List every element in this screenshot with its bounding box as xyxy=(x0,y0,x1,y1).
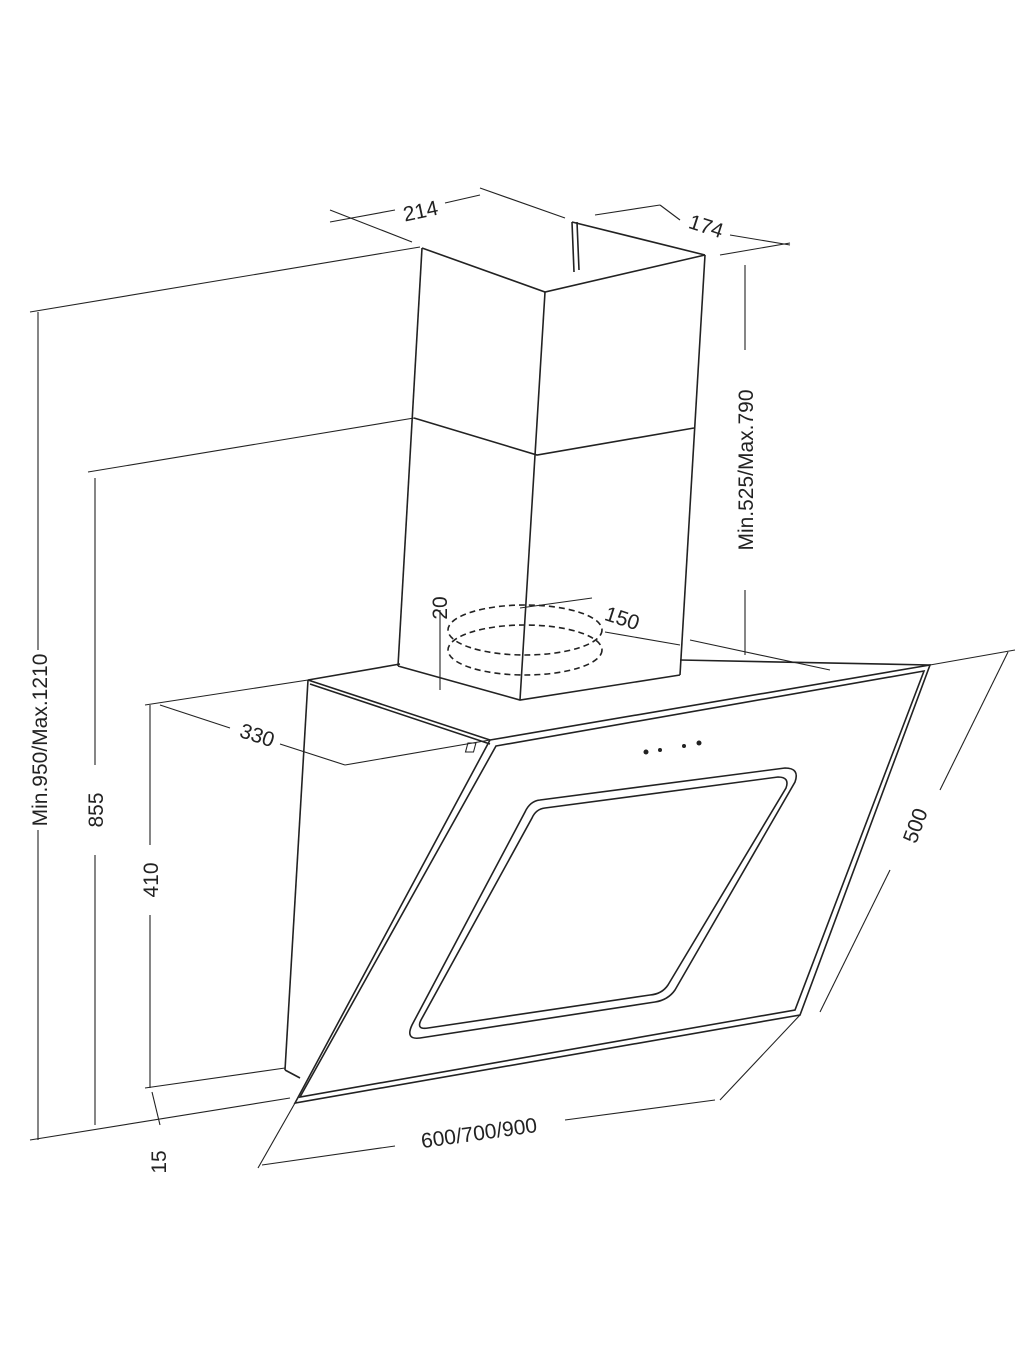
label-chimney-depth: 174 xyxy=(686,210,727,243)
label-chimney-width: 214 xyxy=(401,197,440,227)
label-hood-depth: 330 xyxy=(237,719,277,752)
glass-panel xyxy=(293,663,932,1105)
label-outlet-collar: 20 xyxy=(429,596,452,619)
label-outlet-diameter: 150 xyxy=(602,602,642,635)
label-widths: 600/700/900 xyxy=(420,1114,539,1153)
dimension-lines xyxy=(29,187,1016,1169)
label-height-855: 855 xyxy=(85,792,108,827)
control-panel-buttons xyxy=(464,740,702,755)
label-chimney-height: Min.525/Max.790 xyxy=(735,389,758,550)
chimney xyxy=(397,221,706,701)
hood-body xyxy=(284,639,931,1079)
label-total-height: Min.950/Max.1210 xyxy=(29,654,52,827)
label-bottom-offset: 15 xyxy=(148,1150,171,1173)
label-hood-height: 410 xyxy=(140,862,163,897)
label-glass-height: 500 xyxy=(899,805,933,846)
duct-outlet xyxy=(447,604,603,676)
